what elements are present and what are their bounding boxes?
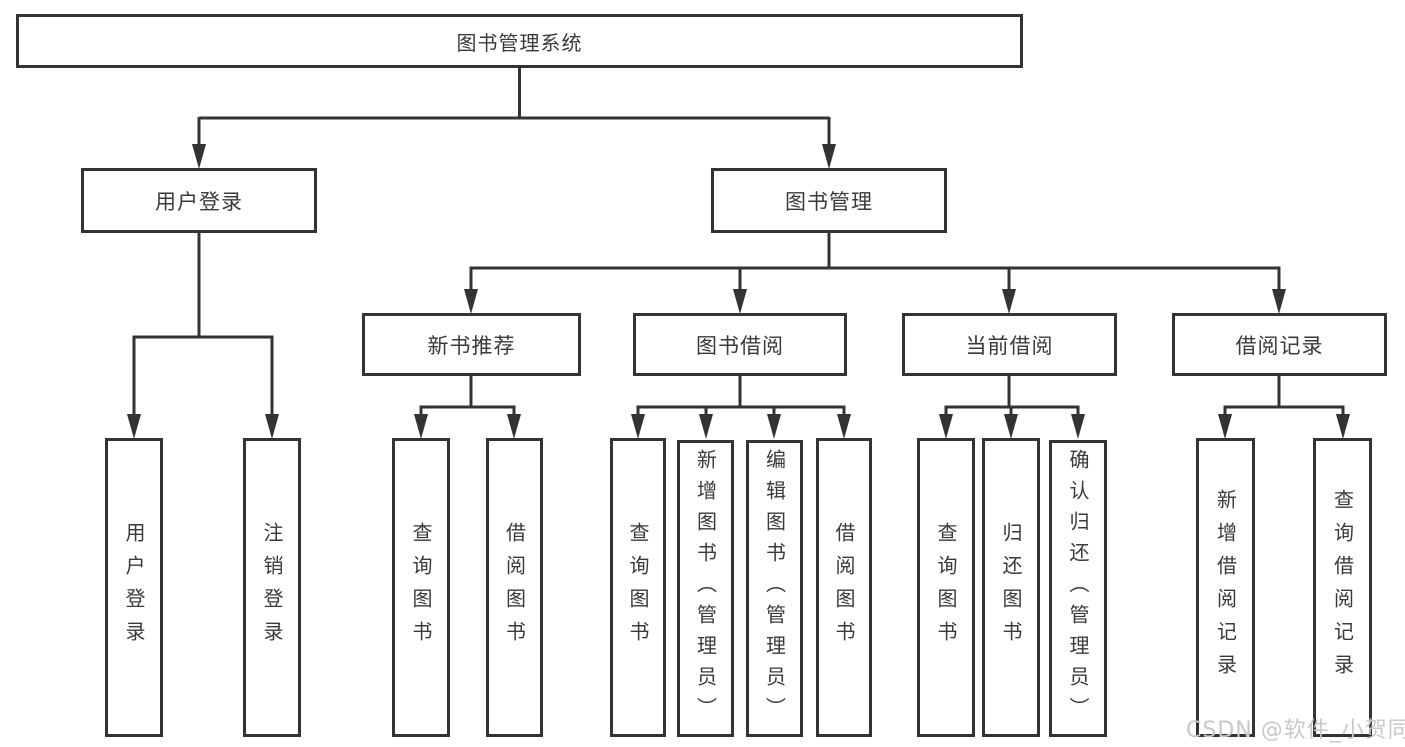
node-current-borrow-label: 当前借阅 (965, 333, 1054, 358)
leaf-borrow-books-borrow: 借阅图书 (816, 438, 872, 737)
leaf-edit-books-admin: 编辑图书（管理员） (746, 440, 803, 737)
leaf-borrow-books-borrow-label: 借阅图书 (832, 521, 856, 654)
leaf-add-borrow-record: 新增借阅记录 (1196, 438, 1255, 737)
node-root-label: 图书管理系统 (456, 30, 583, 55)
node-new-book-recommend: 新书推荐 (362, 313, 581, 376)
node-user-login-label: 用户登录 (155, 189, 243, 214)
leaf-user-login: 用户登录 (105, 438, 163, 737)
leaf-confirm-return-admin: 确认归还（管理员） (1049, 440, 1107, 737)
arrowheads (127, 144, 1350, 439)
leaf-query-borrow-record-label: 查询借阅记录 (1330, 488, 1355, 687)
leaf-confirm-return-admin-label: 确认归还（管理员） (1066, 449, 1090, 728)
leaf-borrow-books-recommend: 借阅图书 (486, 438, 543, 737)
leaf-query-books-recommend: 查询图书 (392, 438, 450, 737)
leaf-logout-label: 注销登录 (260, 521, 284, 654)
node-borrow-records: 借阅记录 (1172, 313, 1387, 376)
node-borrow-records-label: 借阅记录 (1235, 333, 1324, 358)
leaf-borrow-books-recommend-label: 借阅图书 (502, 521, 527, 654)
leaf-return-books-label: 归还图书 (999, 521, 1023, 654)
leaf-return-books: 归还图书 (982, 438, 1040, 737)
node-new-book-recommend-label: 新书推荐 (427, 333, 516, 358)
node-book-management-label: 图书管理 (785, 189, 873, 214)
node-book-management: 图书管理 (711, 168, 947, 233)
node-root-system: 图书管理系统 (16, 14, 1023, 68)
leaf-query-books-recommend-label: 查询图书 (409, 521, 433, 654)
leaf-logout: 注销登录 (243, 438, 301, 737)
leaf-user-login-label: 用户登录 (122, 521, 146, 654)
watermark: CSDN @软件_小贺同学 (1186, 718, 1405, 743)
leaf-add-books-admin: 新增图书（管理员） (677, 440, 734, 737)
leaf-query-books-current: 查询图书 (917, 438, 975, 737)
node-book-borrow-label: 图书借阅 (696, 333, 784, 358)
leaf-add-borrow-record-label: 新增借阅记录 (1213, 488, 1238, 687)
node-current-borrow: 当前借阅 (902, 313, 1117, 376)
leaf-query-borrow-record: 查询借阅记录 (1313, 438, 1372, 737)
node-book-borrow: 图书借阅 (633, 313, 847, 376)
leaf-query-books-borrow-label: 查询图书 (626, 521, 650, 654)
leaf-query-books-borrow: 查询图书 (610, 438, 666, 737)
node-user-login: 用户登录 (81, 168, 317, 233)
leaf-query-books-current-label: 查询图书 (934, 521, 958, 654)
leaf-edit-books-admin-label: 编辑图书（管理员） (762, 449, 787, 728)
leaf-add-books-admin-label: 新增图书（管理员） (693, 449, 718, 728)
